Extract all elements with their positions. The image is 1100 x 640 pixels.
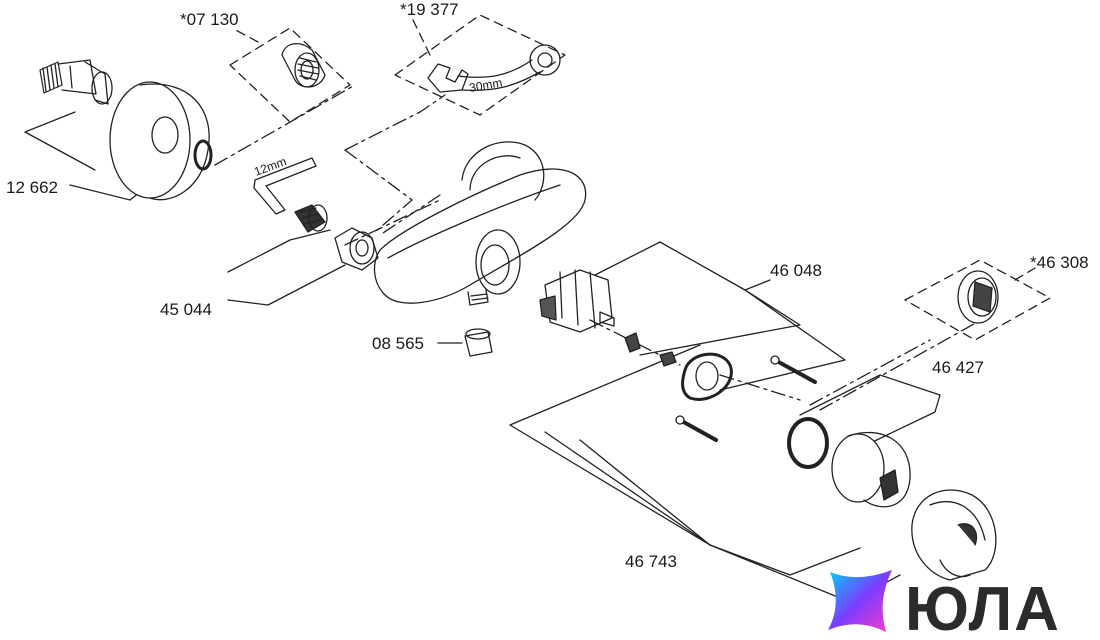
adapter-part xyxy=(281,43,326,88)
accessory-box-07130 xyxy=(229,27,351,123)
yula-logo-icon xyxy=(828,570,892,632)
part-label-46048: 46 048 xyxy=(770,261,822,280)
wall-rosette-part xyxy=(109,81,210,201)
eccentric-connector-part xyxy=(294,204,328,233)
mixer-body-part xyxy=(373,141,587,306)
lever-handle-part xyxy=(911,489,997,581)
o-ring-part xyxy=(787,417,829,469)
yula-logo: ЮЛА xyxy=(828,570,1061,640)
aerator-part xyxy=(464,328,493,357)
alignment-lines xyxy=(214,84,991,411)
accessory-box-46308 xyxy=(904,259,1051,341)
part-label-46743: 46 743 xyxy=(625,552,677,571)
washer-part xyxy=(193,139,213,171)
union-nut-part xyxy=(334,227,379,271)
cap-part xyxy=(957,270,999,324)
leader-lines xyxy=(24,111,941,603)
part-label-46427: 46 427 xyxy=(932,358,984,377)
accessory-box-19377 xyxy=(394,14,566,116)
yula-logo-text: ЮЛА xyxy=(905,575,1061,640)
screw-top-part xyxy=(770,355,817,384)
part-label-07130: *07 130 xyxy=(180,10,239,29)
wrench-tool xyxy=(427,44,561,93)
handle-sleeve-part xyxy=(831,431,911,508)
screw-bottom-part xyxy=(675,415,718,442)
part-label-19377: *19 377 xyxy=(400,0,459,19)
part-label-08565: 08 565 xyxy=(372,334,424,353)
hex-key-tool xyxy=(253,157,317,215)
part-label-12662: 12 662 xyxy=(6,178,58,197)
dimension-label-hex-key: 12mm xyxy=(252,154,288,179)
quick-connector-part xyxy=(39,59,113,105)
thermostatic-cartridge-part xyxy=(539,269,677,367)
part-label-45044: 45 044 xyxy=(160,300,212,319)
mounting-ring-part xyxy=(681,352,733,401)
part-label-46308: *46 308 xyxy=(1030,253,1089,272)
dimension-label-wrench: 30mm xyxy=(468,75,503,95)
